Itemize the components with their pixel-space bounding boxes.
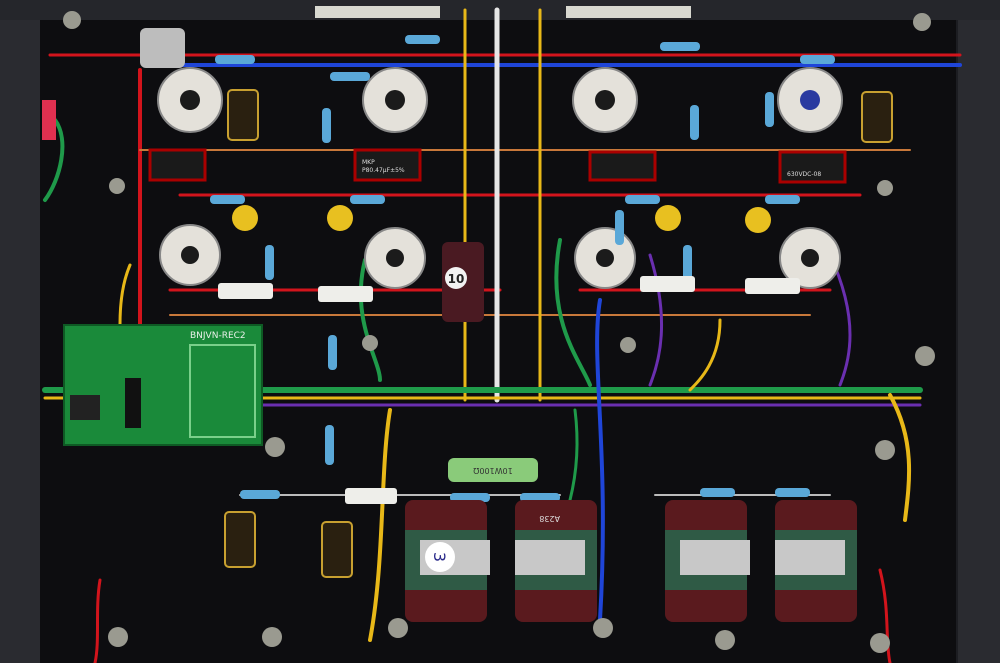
resistors	[210, 35, 835, 502]
film-cap-voltage: 630VDC-08	[787, 171, 821, 178]
top-rail	[0, 0, 1000, 20]
control-pcb	[63, 324, 263, 446]
pcb-label: BNJVN-REC2	[190, 331, 246, 341]
power-resistor-label: 10W100Ω	[473, 466, 512, 475]
right-rail	[958, 0, 1000, 663]
left-rail	[0, 0, 40, 663]
connector	[315, 6, 440, 18]
film-cap-value: P80.47μF±5%	[362, 167, 405, 174]
can-cap-number: 3	[430, 552, 449, 562]
can	[140, 28, 185, 68]
filter-cap-label: 10	[448, 272, 465, 286]
connector	[566, 6, 691, 18]
film-capacitors	[148, 148, 847, 184]
can-cap-code: A238	[539, 514, 560, 523]
can-capacitors	[405, 500, 857, 622]
screws	[63, 11, 935, 653]
power-resistor	[448, 458, 538, 482]
film-cap-brand: MKP	[362, 159, 375, 166]
